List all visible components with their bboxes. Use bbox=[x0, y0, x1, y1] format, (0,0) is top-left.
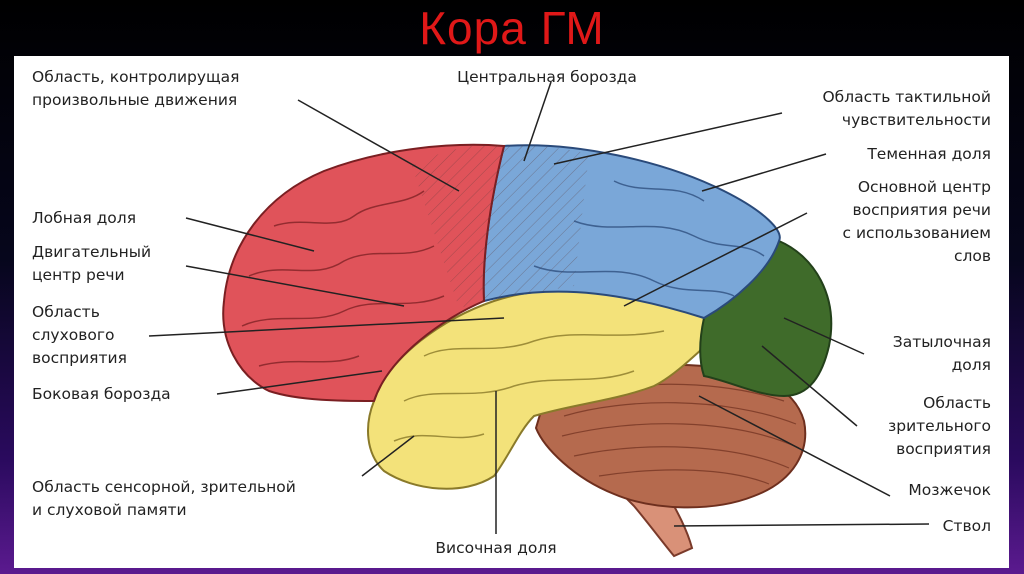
slide-title: Кора ГМ bbox=[0, 0, 1024, 56]
label-parietal-lobe: Теменная доля bbox=[714, 143, 991, 166]
label-motor-speech: Двигательный центр речи bbox=[32, 241, 151, 287]
brain-diagram-panel: Область, контролирущая произвольные движ… bbox=[14, 56, 1009, 568]
label-motor-area: Область, контролирущая произвольные движ… bbox=[32, 66, 239, 112]
label-tactile-area: Область тактильной чувствительности bbox=[714, 86, 991, 132]
label-auditory-area: Область слухового восприятия bbox=[32, 301, 127, 370]
label-temporal-lobe: Височная доля bbox=[396, 537, 596, 560]
label-central-sulcus: Центральная борозда bbox=[406, 66, 688, 89]
label-frontal-lobe: Лобная доля bbox=[32, 207, 136, 230]
label-lateral-sulcus: Боковая борозда bbox=[32, 383, 171, 406]
label-visual-area: Область зрительного восприятия bbox=[714, 392, 991, 461]
label-brainstem: Ствол bbox=[714, 515, 991, 538]
label-cerebellum: Мозжечок bbox=[714, 479, 991, 502]
label-speech-center: Основной центр восприятия речи с использ… bbox=[714, 176, 991, 268]
label-memory-area: Область сенсорной, зрительной и слуховой… bbox=[32, 476, 296, 522]
label-occipital-lobe: Затылочная доля bbox=[714, 331, 991, 377]
